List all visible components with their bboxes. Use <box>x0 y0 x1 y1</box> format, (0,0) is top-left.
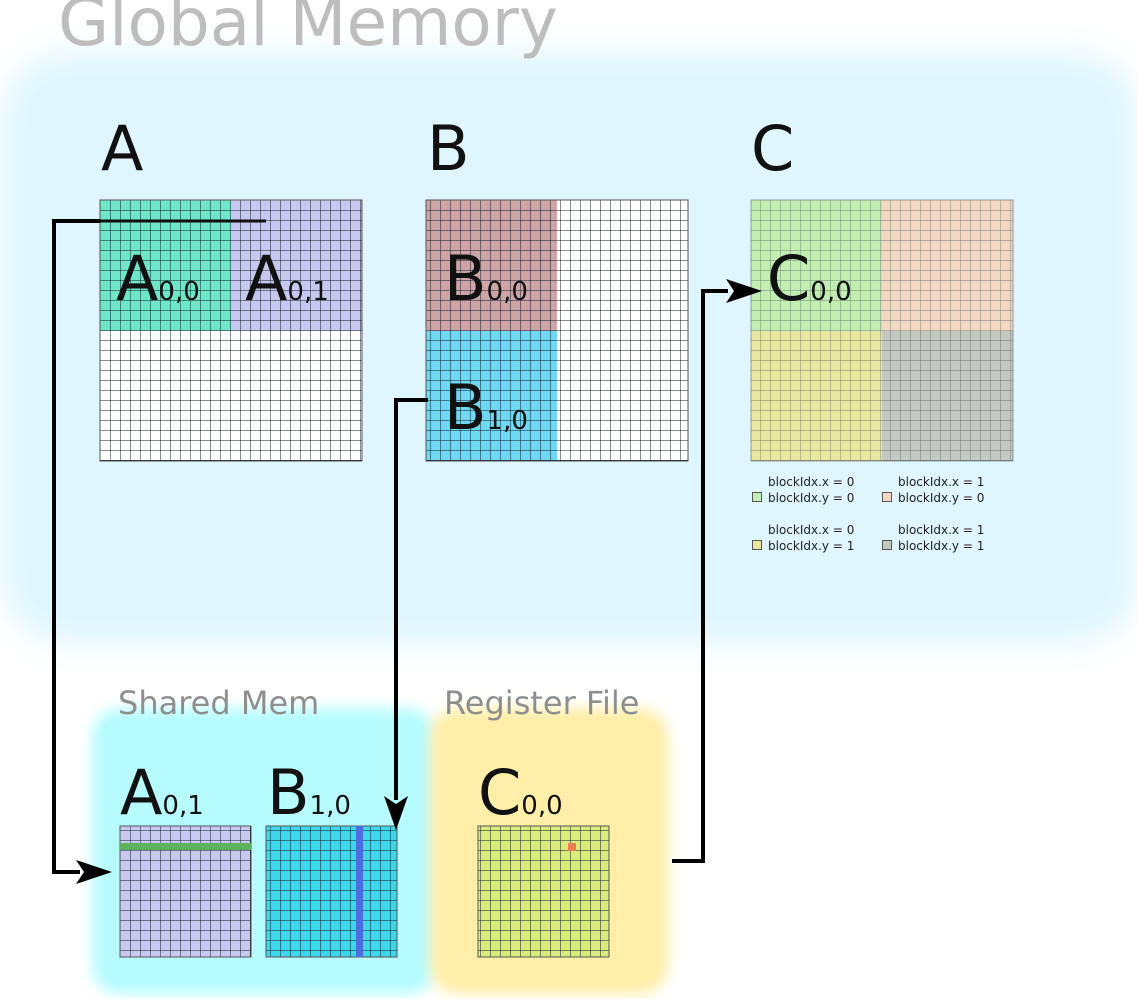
register-file-label: Register File <box>444 684 640 722</box>
legend-x: blockIdx.x = 1 <box>898 475 985 489</box>
global-memory-title: Global Memory <box>58 0 558 61</box>
c-tile-00-base: C <box>767 242 811 315</box>
shared-a-tile-base: A <box>120 756 163 829</box>
matrix-b-grid <box>425 199 689 462</box>
register-c-element-highlight <box>568 843 576 851</box>
b-tile-00-label: B0,0 <box>444 248 528 310</box>
a-tile-00-label: A0,0 <box>116 248 200 310</box>
matrix-c-label: C <box>751 112 795 185</box>
arrow-register-to-c <box>640 279 762 863</box>
matrix-a-label: A <box>101 112 144 185</box>
shared-b-tile-base: B <box>267 756 310 829</box>
shared-b-col-highlight <box>356 826 363 957</box>
a-tile-00-sub: 0,0 <box>158 277 200 307</box>
matrix-c <box>750 199 1014 462</box>
legend-y: blockIdx.y = 0 <box>898 491 985 505</box>
shared-a-tile <box>119 825 252 958</box>
a-tile-01-sub: 0,1 <box>287 277 329 307</box>
b-tile-10-label: B1,0 <box>444 377 528 439</box>
legend-swatch <box>752 492 762 502</box>
a-tile-00-base: A <box>116 242 159 315</box>
shared-a-tile-label: A0,1 <box>120 762 204 824</box>
legend-y: blockIdx.y = 0 <box>768 491 855 505</box>
matrix-b <box>425 199 689 462</box>
shared-b-tile-label: B1,0 <box>267 762 351 824</box>
register-c-tile-sub: 0,0 <box>521 791 563 821</box>
register-c-tile-grid <box>477 825 610 958</box>
matrix-c-grid <box>750 199 1014 462</box>
c-tile-00-sub: 0,0 <box>810 277 852 307</box>
shared-memory-label: Shared Mem <box>118 684 320 722</box>
b-tile-10-base: B <box>444 371 487 444</box>
register-c-tile-label: C0,0 <box>478 762 563 824</box>
shared-a-tile-sub: 0,1 <box>162 791 204 821</box>
matrix-a <box>99 199 363 462</box>
shared-b-tile <box>265 825 398 958</box>
a-tile-01-label: A0,1 <box>245 248 329 310</box>
legend-swatch <box>882 492 892 502</box>
shared-b-tile-sub: 1,0 <box>309 791 351 821</box>
shared-a-row-highlight <box>120 843 251 850</box>
b-tile-10-sub: 1,0 <box>486 406 528 436</box>
matrix-a-grid <box>99 199 363 462</box>
legend-x: blockIdx.x = 0 <box>768 475 855 489</box>
register-c-tile <box>477 825 610 958</box>
legend-swatch <box>882 540 892 550</box>
legend-y: blockIdx.y = 1 <box>898 539 985 553</box>
legend-x: blockIdx.x = 0 <box>768 523 855 537</box>
arrow-a-to-shared <box>52 219 112 884</box>
arrow-b-to-shared <box>384 398 428 830</box>
matrix-b-label: B <box>427 112 470 185</box>
shared-b-tile-grid <box>265 825 398 958</box>
a-tile-01-base: A <box>245 242 288 315</box>
block-index-legend: blockIdx.x = 0 blockIdx.y = 0 blockIdx.x … <box>752 474 1022 558</box>
legend-swatch <box>752 540 762 550</box>
b-tile-00-sub: 0,0 <box>486 277 528 307</box>
legend-y: blockIdx.y = 1 <box>768 539 855 553</box>
b-tile-00-base: B <box>444 242 487 315</box>
register-c-tile-base: C <box>478 756 522 829</box>
legend-x: blockIdx.x = 1 <box>898 523 985 537</box>
c-tile-00-label: C0,0 <box>767 248 852 310</box>
